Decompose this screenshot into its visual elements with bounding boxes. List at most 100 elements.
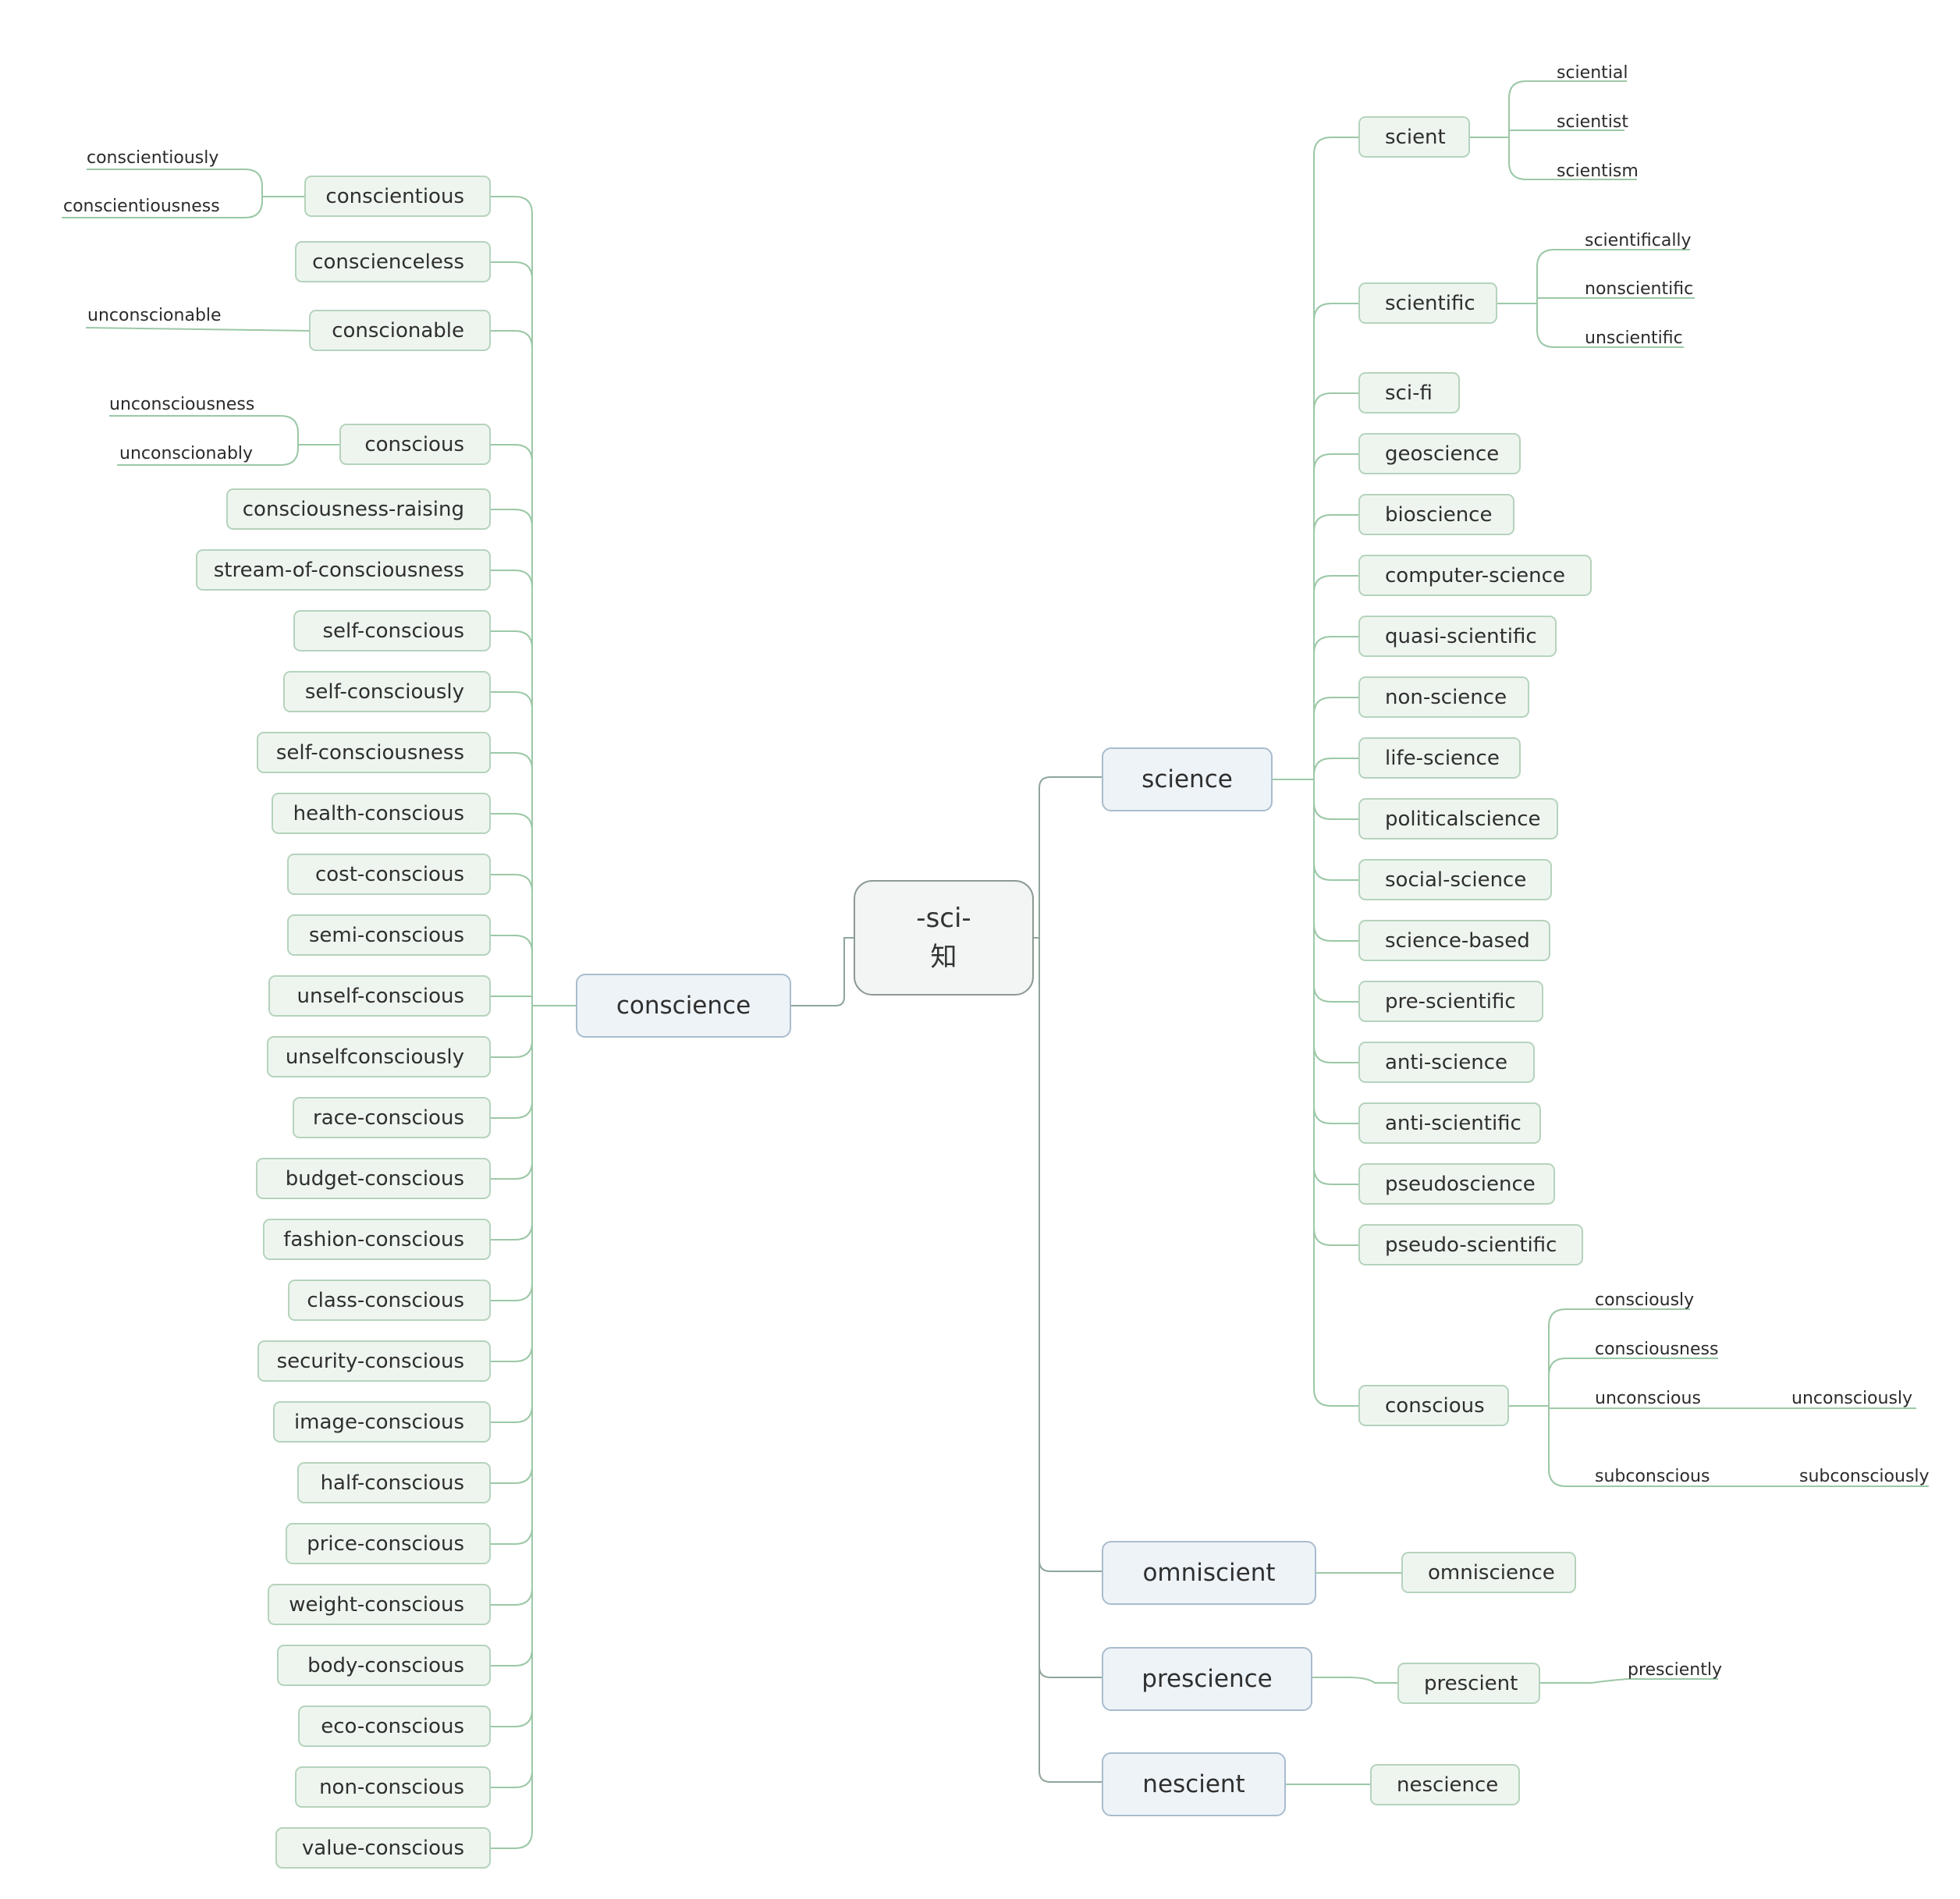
leaf-conscientiousness[interactable]: conscientiousness (63, 197, 220, 216)
subtopic-nescience[interactable]: nescience (1370, 1764, 1520, 1805)
subtopic-scientific[interactable]: scientific (1358, 282, 1497, 324)
subtopic-pseudo-scientific[interactable]: pseudo-scientific (1358, 1224, 1583, 1265)
subtopic-conscious-left[interactable]: conscious (339, 424, 491, 465)
link-conscience-child-11 (491, 935, 533, 1006)
subtopic-non-science[interactable]: non-science (1358, 676, 1529, 718)
leaf-unconsciously[interactable]: unconsciously (1791, 1389, 1913, 1408)
leaf-unconsciousness[interactable]: unconsciousness (109, 395, 255, 414)
subtopic-self-consciously[interactable]: self-consciously (283, 671, 491, 712)
topic-science[interactable]: science (1102, 747, 1273, 811)
leaf-unconscionable[interactable]: unconscionable (87, 306, 222, 325)
leaf-consciousness[interactable]: consciousness (1595, 1340, 1719, 1359)
topic-conscience[interactable]: conscience (576, 974, 791, 1038)
link-science-child-10 (1313, 779, 1358, 881)
subtopic-health-conscious[interactable]: health-conscious (272, 793, 491, 834)
link-conscience-child-22 (491, 1006, 533, 1606)
leaf-scientism[interactable]: scientism (1557, 162, 1639, 181)
topic-omniscient[interactable]: omniscient (1102, 1541, 1316, 1605)
subtopic-race-conscious[interactable]: race-conscious (293, 1097, 491, 1138)
subtopic-anti-scientific[interactable]: anti-scientific (1358, 1102, 1541, 1144)
topic-nescient[interactable]: nescient (1102, 1752, 1286, 1816)
subtopic-scient[interactable]: scient (1358, 116, 1470, 158)
link-conscience-child-6 (491, 630, 533, 1006)
leaf-scientifically[interactable]: scientifically (1585, 231, 1692, 250)
leaf-unscientific[interactable]: unscientific (1585, 328, 1683, 348)
subtopic-self-consciousness[interactable]: self-consciousness (257, 732, 491, 773)
leaf-presciently[interactable]: presciently (1628, 1660, 1722, 1680)
subtopic-science-based[interactable]: science-based (1358, 920, 1550, 961)
leaf-sciential[interactable]: sciential (1557, 63, 1628, 83)
subtopic-price-conscious[interactable]: price-conscious (286, 1523, 491, 1564)
subtopic-geoscience[interactable]: geoscience (1358, 433, 1521, 474)
subtopic-computer-science[interactable]: computer-science (1358, 555, 1592, 596)
subtopic-consciousness-raising[interactable]: consciousness-raising (226, 488, 491, 530)
link-science-child-5 (1313, 575, 1358, 779)
link-conscience-child-10 (491, 874, 533, 1006)
link-root-nescient (1039, 938, 1102, 1783)
leaf-scientist[interactable]: scientist (1557, 112, 1628, 132)
subtopic-conscientious[interactable]: conscientious (304, 176, 491, 217)
subtopic-stream-of-consciousness[interactable]: stream-of-consciousness (196, 549, 491, 591)
link-root-prescience (1039, 938, 1102, 1678)
subtopic-politicalscience[interactable]: politicalscience (1358, 798, 1558, 839)
link-conscience-child-18 (491, 1006, 533, 1362)
subtopic-conscienceless[interactable]: conscienceless (295, 241, 491, 282)
leaf-unconscionably[interactable]: unconscionably (119, 444, 254, 463)
leaf-unconscious[interactable]: unconscious (1595, 1389, 1701, 1408)
subtopic-pre-scientific[interactable]: pre-scientific (1358, 981, 1543, 1022)
link-conscientious-leaf-0 (87, 169, 263, 197)
subtopic-cost-conscious[interactable]: cost-conscious (287, 854, 491, 895)
subtopic-unselfconsciously[interactable]: unselfconsciously (267, 1036, 491, 1077)
link-science-child-3 (1313, 453, 1358, 779)
subtopic-prescient[interactable]: prescient (1397, 1663, 1540, 1704)
leaf-consciously[interactable]: consciously (1595, 1290, 1695, 1310)
subtopic-life-science[interactable]: life-science (1358, 737, 1521, 779)
subtopic-self-conscious[interactable]: self-conscious (293, 610, 491, 651)
subtopic-class-conscious[interactable]: class-conscious (288, 1280, 491, 1321)
leaf-subconscious[interactable]: subconscious (1595, 1467, 1710, 1486)
link-science-child-9 (1313, 779, 1358, 820)
subtopic-anti-science[interactable]: anti-science (1358, 1042, 1535, 1083)
link-science-child-16 (1313, 779, 1358, 1246)
subtopic-bioscience[interactable]: bioscience (1358, 494, 1514, 535)
link-conscionable-unconscionable (85, 327, 310, 332)
link-conscience-child-21 (491, 1006, 533, 1545)
leaf-nonscientific[interactable]: nonscientific (1585, 279, 1694, 299)
subtopic-weight-conscious[interactable]: weight-conscious (268, 1584, 491, 1625)
link-science-child-12 (1313, 779, 1358, 1003)
subtopic-conscionable[interactable]: conscionable (309, 310, 491, 351)
link-conscience-child-26 (491, 1006, 533, 1849)
root-label-line2: 知 (930, 942, 957, 973)
link-root-conscience (791, 937, 854, 1006)
subtopic-semi-conscious[interactable]: semi-conscious (287, 914, 491, 956)
link-science-child-13 (1313, 779, 1358, 1063)
root-topic[interactable]: -sci- 知 (854, 880, 1034, 996)
subtopic-value-conscious[interactable]: value-conscious (275, 1827, 491, 1869)
subtopic-unself-conscious[interactable]: unself-conscious (268, 975, 491, 1017)
link-conscience-child-20 (491, 1006, 533, 1484)
link-conscious-l-leaf-0 (109, 415, 299, 445)
subtopic-security-conscious[interactable]: security-conscious (257, 1340, 491, 1382)
leaf-conscientiously[interactable]: conscientiously (87, 148, 219, 168)
link-science-child-1 (1313, 303, 1358, 779)
link-conscience-child-13 (491, 1006, 533, 1058)
subtopic-half-conscious[interactable]: half-conscious (297, 1462, 491, 1503)
subtopic-omniscience[interactable]: omniscience (1401, 1552, 1576, 1593)
topic-prescience[interactable]: prescience (1102, 1647, 1312, 1711)
subtopic-eco-conscious[interactable]: eco-conscious (298, 1706, 491, 1747)
subtopic-sci-fi[interactable]: sci-fi (1358, 372, 1460, 414)
link-conscience-child-0 (491, 196, 533, 1006)
link-conscience-child-2 (491, 330, 533, 1006)
link-conscience-child-15 (491, 1006, 533, 1180)
subtopic-social-science[interactable]: social-science (1358, 859, 1552, 900)
subtopic-image-conscious[interactable]: image-conscious (273, 1401, 491, 1443)
subtopic-non-conscious[interactable]: non-conscious (295, 1766, 491, 1808)
subtopic-quasi-scientific[interactable]: quasi-scientific (1358, 616, 1557, 657)
subtopic-budget-conscious[interactable]: budget-conscious (256, 1158, 491, 1199)
leaf-subconsciously[interactable]: subconsciously (1799, 1467, 1930, 1486)
subtopic-pseudoscience[interactable]: pseudoscience (1358, 1163, 1555, 1205)
subtopic-conscious[interactable]: conscious (1358, 1385, 1509, 1426)
subtopic-fashion-conscious[interactable]: fashion-conscious (263, 1219, 491, 1260)
subtopic-body-conscious[interactable]: body-conscious (277, 1645, 491, 1686)
